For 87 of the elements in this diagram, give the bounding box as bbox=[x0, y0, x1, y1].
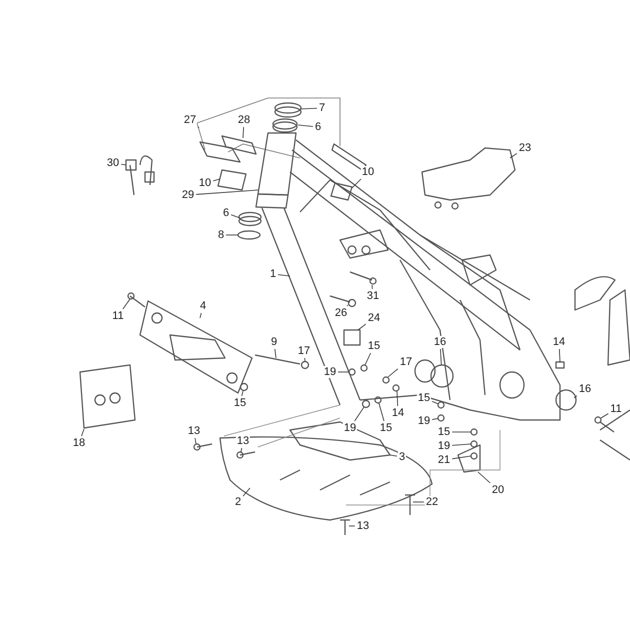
callout-number: 13 bbox=[186, 425, 202, 437]
callout-number: 6 bbox=[222, 207, 230, 219]
leader-line bbox=[390, 454, 398, 457]
callout-number: 29 bbox=[180, 189, 196, 201]
callout-number: 19 bbox=[342, 422, 358, 434]
leader-line bbox=[194, 438, 196, 444]
leader-line bbox=[558, 348, 560, 362]
callout-number: 9 bbox=[270, 336, 278, 348]
leader-line bbox=[212, 178, 220, 182]
leader-line bbox=[352, 178, 362, 188]
washer bbox=[362, 400, 370, 408]
leader-line bbox=[197, 126, 200, 128]
bushing-ring bbox=[430, 364, 454, 388]
leader-line bbox=[298, 124, 314, 127]
callout-number: 14 bbox=[390, 407, 406, 419]
callout-number: 13 bbox=[236, 435, 250, 447]
callout-number: 24 bbox=[366, 312, 382, 324]
leader-line bbox=[242, 488, 250, 496]
leader-line bbox=[241, 390, 244, 396]
callout-number: 1 bbox=[268, 268, 278, 280]
washer bbox=[374, 396, 382, 404]
leader-line bbox=[278, 274, 290, 276]
callout-number: 17 bbox=[398, 356, 414, 368]
washer bbox=[437, 414, 445, 422]
leader-line bbox=[274, 348, 276, 358]
callout-number: 15 bbox=[416, 392, 432, 404]
leader-line bbox=[378, 402, 384, 422]
callout-number: 14 bbox=[552, 336, 566, 348]
leader-line bbox=[226, 234, 238, 236]
callout-number: 20 bbox=[490, 484, 506, 496]
leader-line bbox=[120, 164, 126, 166]
callout-number: 18 bbox=[72, 437, 86, 449]
callout-number: 21 bbox=[436, 454, 452, 466]
callout-number: 10 bbox=[198, 177, 212, 189]
leader-line bbox=[478, 472, 491, 484]
callout-number: 26 bbox=[334, 307, 348, 319]
leader-line bbox=[600, 413, 609, 418]
callout-number: 3 bbox=[398, 451, 406, 463]
callout-number: 15 bbox=[436, 426, 452, 438]
leader-line bbox=[304, 358, 306, 362]
leader-line bbox=[230, 214, 240, 218]
callout-number: 19 bbox=[416, 415, 432, 427]
callout-number: 16 bbox=[578, 383, 592, 395]
leader-line bbox=[452, 456, 472, 460]
leader-line bbox=[300, 108, 318, 110]
leader-line bbox=[574, 395, 578, 398]
leader-line bbox=[432, 400, 439, 404]
callout-number: 15 bbox=[366, 340, 382, 352]
leader-line bbox=[200, 312, 202, 318]
callout-number: 28 bbox=[236, 114, 252, 126]
callout-number: 27 bbox=[182, 114, 198, 126]
callout-number: 8 bbox=[216, 229, 226, 241]
leader-line bbox=[242, 126, 244, 138]
leader-line bbox=[440, 348, 442, 366]
leader-line bbox=[510, 153, 518, 158]
leader-line bbox=[432, 418, 438, 420]
callout-number: 17 bbox=[296, 345, 312, 357]
callout-number: 11 bbox=[609, 403, 623, 415]
leader-line bbox=[396, 390, 398, 406]
callout-number: 23 bbox=[518, 142, 532, 154]
callout-number: 7 bbox=[318, 102, 326, 114]
callout-number: 10 bbox=[360, 166, 376, 178]
callout-number: 15 bbox=[232, 397, 248, 409]
leader-line bbox=[81, 428, 84, 436]
callout-number: 31 bbox=[366, 290, 380, 302]
leader-line bbox=[364, 352, 372, 366]
leader-line bbox=[240, 448, 242, 452]
leader-line bbox=[388, 368, 398, 378]
callout-number: 4 bbox=[198, 300, 208, 312]
callout-number: 19 bbox=[436, 440, 452, 452]
leader-line bbox=[196, 190, 258, 195]
leader-line bbox=[122, 298, 130, 310]
leader-line bbox=[346, 304, 348, 306]
callout-number: 6 bbox=[314, 121, 322, 133]
callout-number: 19 bbox=[322, 366, 338, 378]
callout-number: 16 bbox=[432, 336, 448, 348]
callout-number: 30 bbox=[106, 157, 120, 169]
leader-line bbox=[354, 406, 364, 422]
callout-number: 22 bbox=[424, 496, 440, 508]
leader-line bbox=[372, 284, 373, 290]
leader-line bbox=[452, 444, 472, 446]
washer bbox=[437, 401, 445, 409]
callout-number: 11 bbox=[111, 310, 125, 322]
callout-number: 2 bbox=[234, 496, 242, 508]
callout-number: 13 bbox=[356, 520, 370, 532]
callout-number: 15 bbox=[378, 422, 394, 434]
leader-line bbox=[358, 324, 366, 330]
